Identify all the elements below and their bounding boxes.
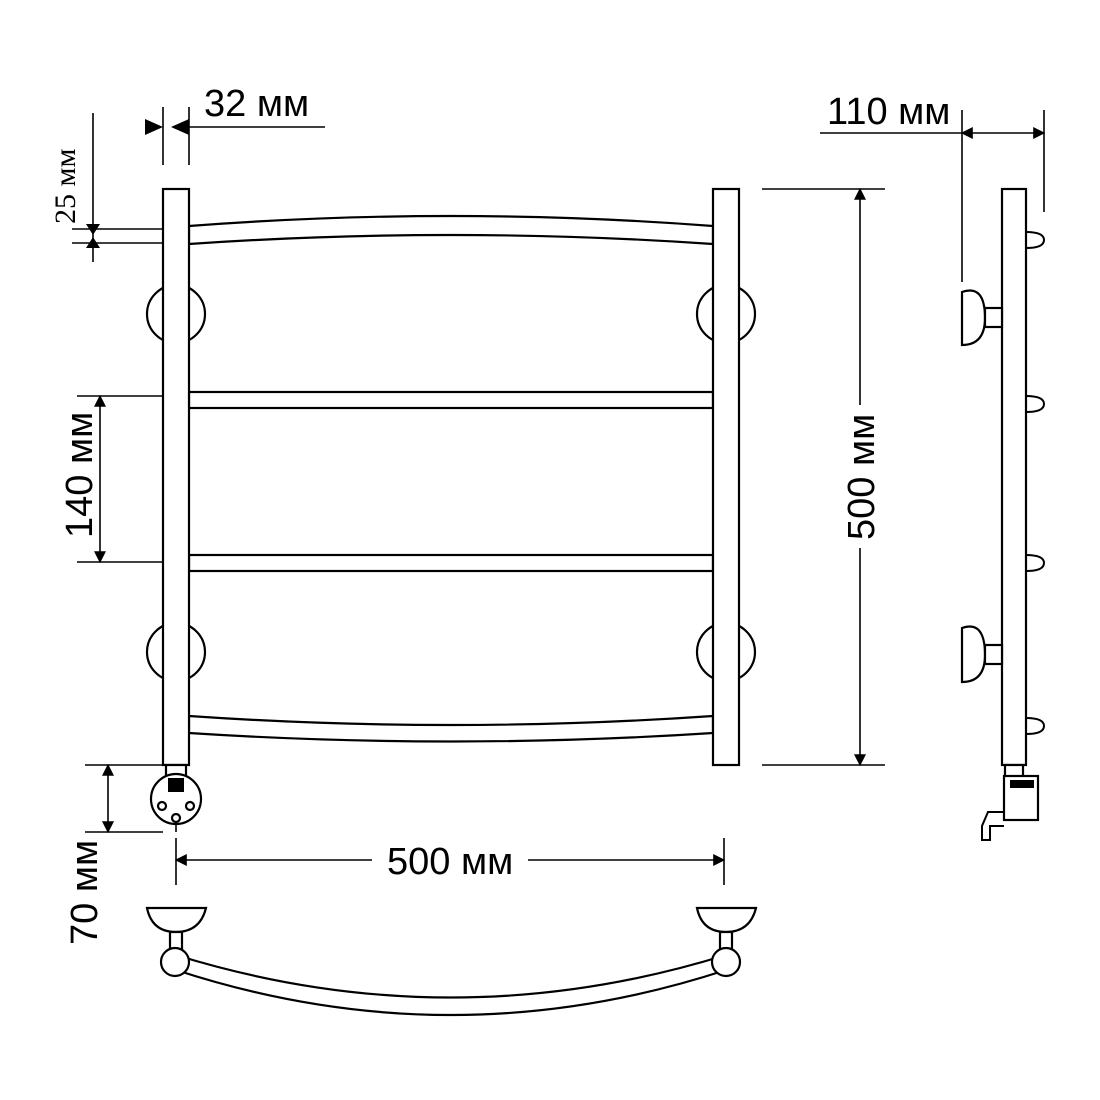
rungs (187, 214, 715, 743)
dim-height-label: 500 мм (841, 414, 883, 540)
dim-tube-diameter-label: 32 мм (204, 83, 309, 125)
wall-brackets (145, 283, 757, 683)
side-hooks (1025, 231, 1046, 735)
heater-plug (149, 763, 203, 832)
dim-wall-depth: 110 мм (820, 91, 1046, 282)
dim-wall-depth-label: 110 мм (827, 91, 950, 133)
dim-rung-spacing-label: 140 мм (59, 412, 101, 538)
dim-top-offset: 25 мм (49, 113, 163, 262)
dim-top-offset-label: 25 мм (49, 149, 82, 224)
side-post (1000, 187, 1028, 767)
left-post (161, 187, 191, 767)
dim-width-label: 500 мм (387, 841, 513, 883)
side-heater (981, 763, 1040, 841)
dim-rung-spacing: 140 мм (59, 394, 163, 564)
dim-heater-height: 70 мм (64, 763, 163, 945)
dim-width: 500 мм (174, 838, 726, 885)
dim-tube-diameter: 32 мм (145, 83, 325, 165)
dim-height: 500 мм (762, 187, 885, 767)
side-view (960, 187, 1046, 841)
front-view (145, 187, 757, 832)
top-view (145, 906, 758, 1017)
dim-heater-height-label: 70 мм (64, 840, 106, 945)
right-post (711, 187, 741, 767)
side-brackets (960, 289, 1004, 684)
